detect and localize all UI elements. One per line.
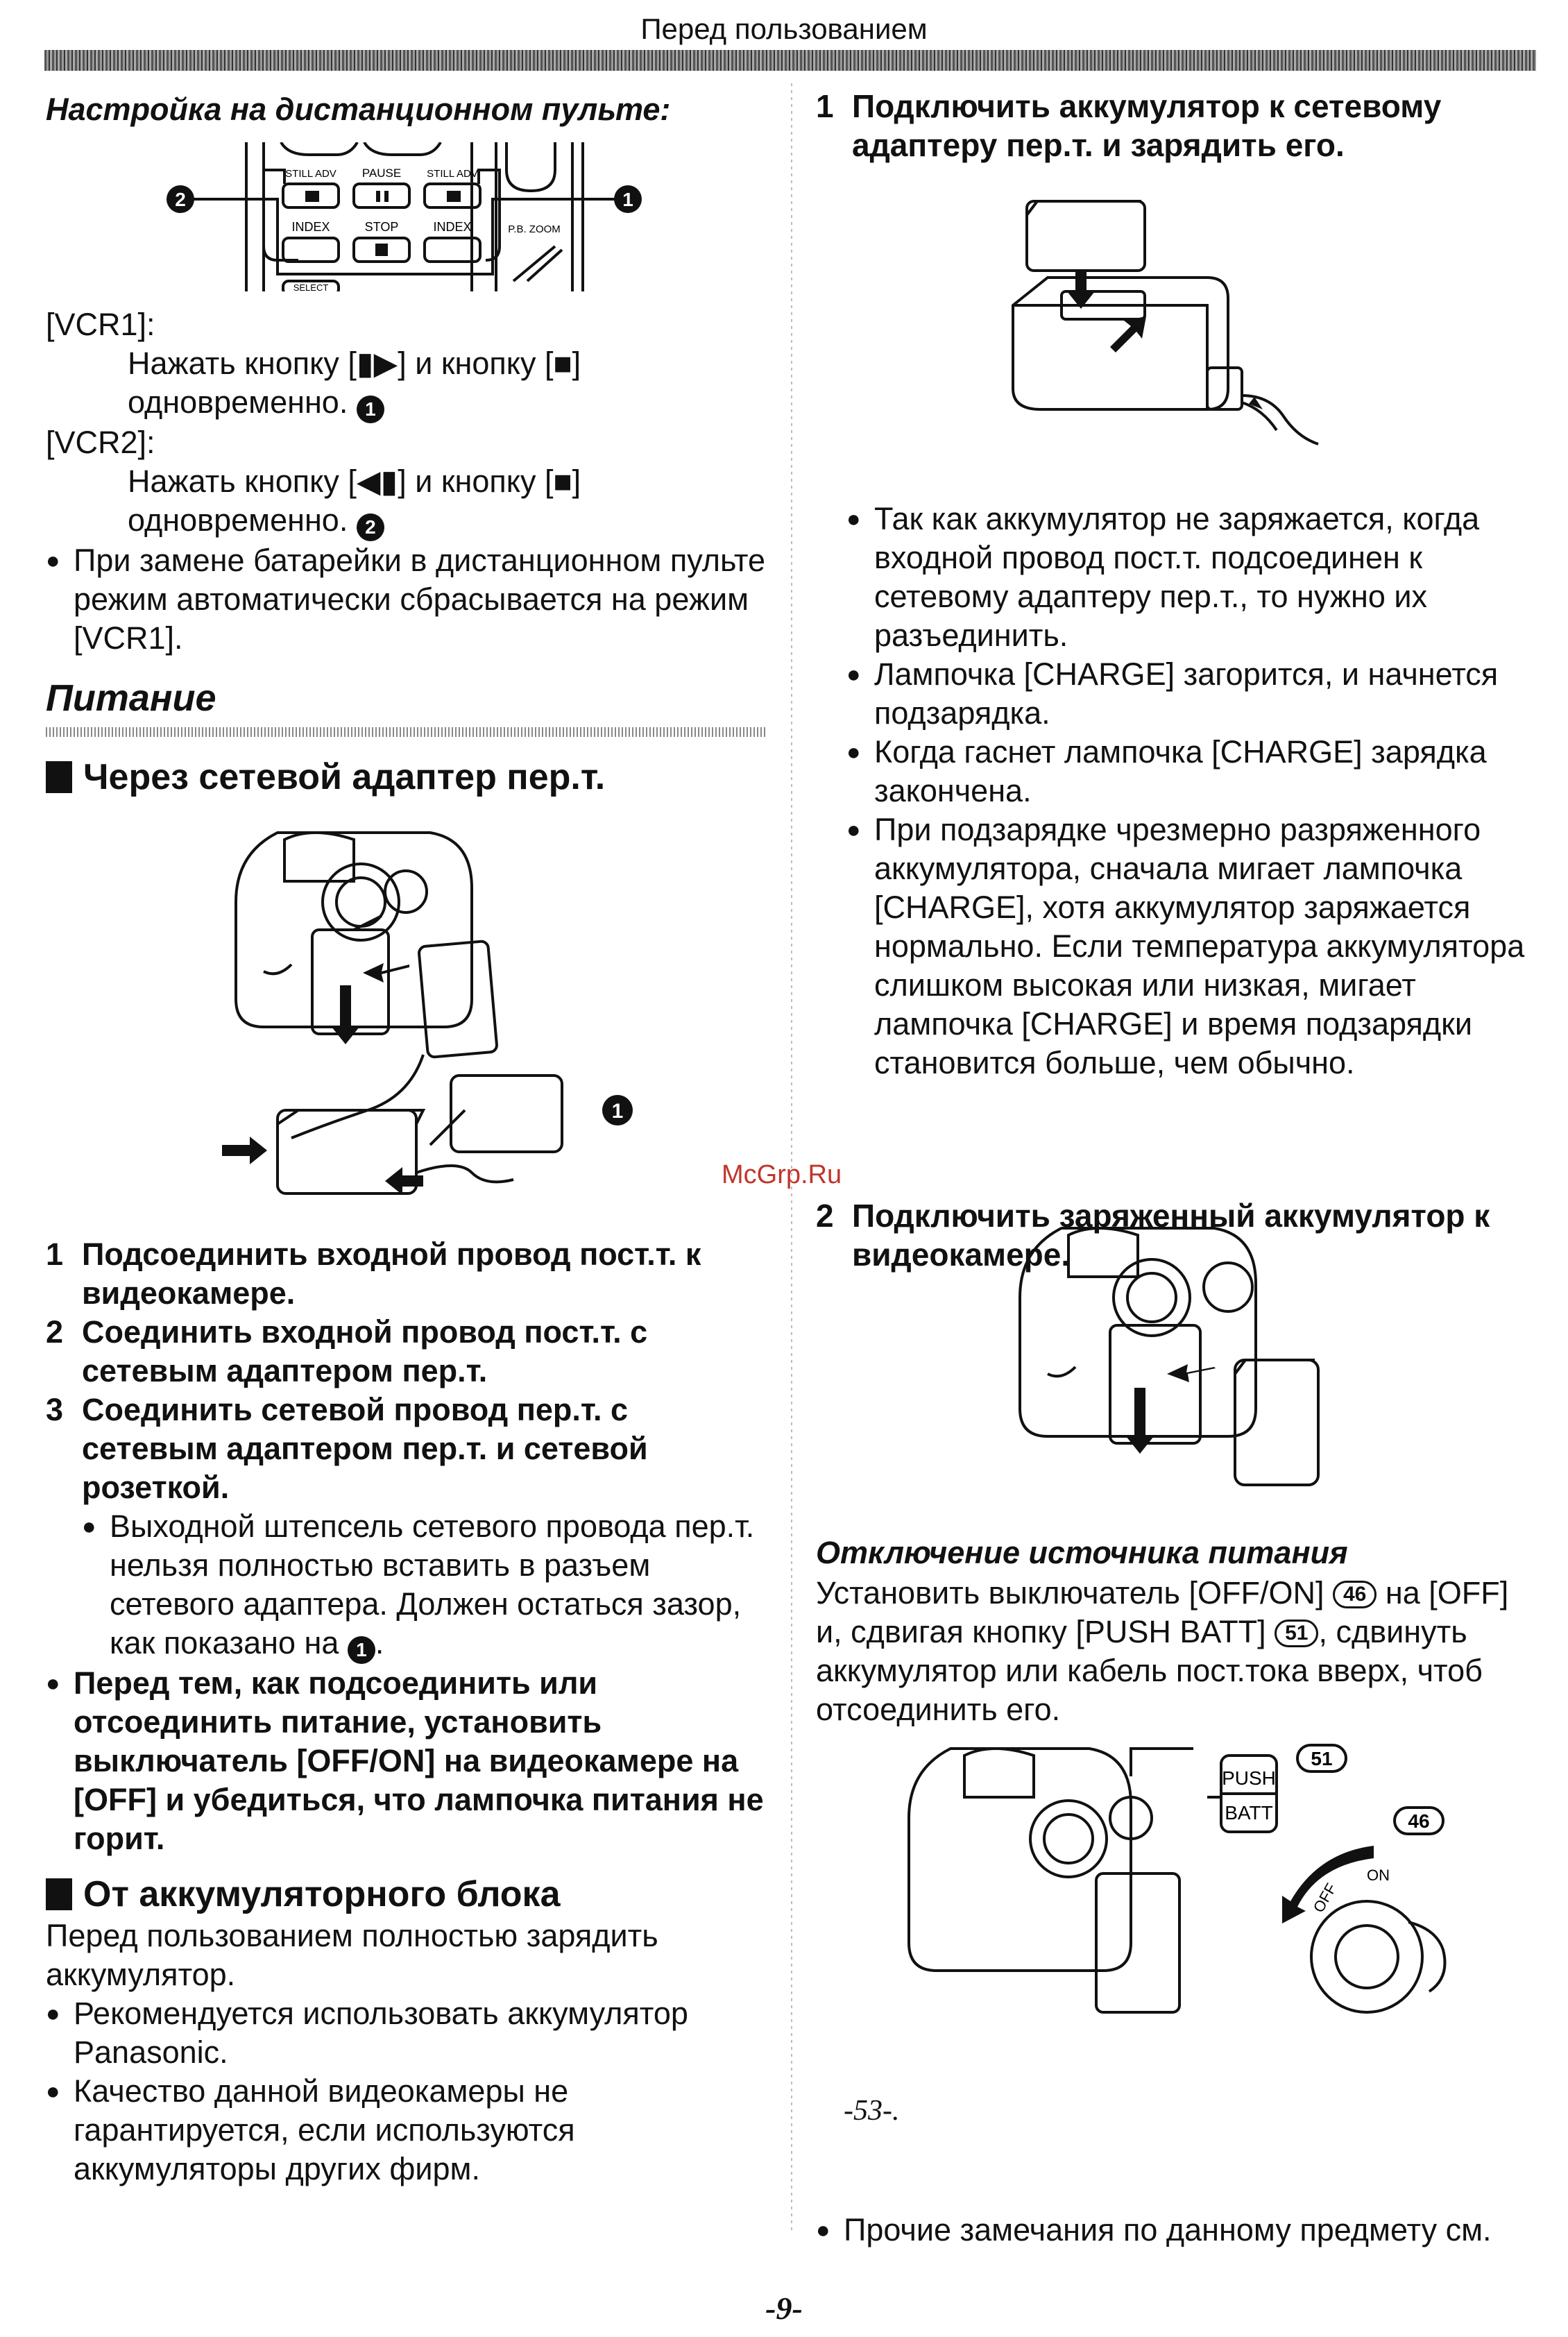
adapter-step2: 2 Соединить входной провод пост.т. с сете… [46,1313,767,1391]
switch-on-label: ON [1367,1867,1390,1884]
charge-note-4: При подзарядке чрезмерно разряженного ак… [846,810,1533,1082]
vcr2-line1: Нажать кнопку [◀▮] и кнопку [■] [128,464,581,499]
battery-intro: Перед пользованием полностью зарядить ак… [46,1918,658,1992]
vcr2-line2-wrap: одновременно. 2 [46,501,767,541]
step3-note: Выходной штепсель сетевого провода пер.т… [82,1507,767,1664]
right-step1-text: Подключить аккумулятор к сетевому адапте… [852,88,1442,163]
step3-note-text: Выходной штепсель сетевого провода пер.т… [110,1509,755,1660]
select-label: SELECT [293,282,329,291]
fig-ref-46: 46 [1408,1810,1429,1832]
index-left-label: INDEX [291,220,330,234]
step2-text: Соединить входной провод пост.т. с сетев… [82,1314,648,1388]
battery-section: Перед пользованием полностью зарядить ак… [46,1917,767,2189]
power-title: Питание [46,677,216,719]
adapter-warning: Перед тем, как подсоединить или отсоедин… [46,1664,767,1858]
remote-heading: Настройка на дистанционном пульте: [46,92,671,127]
disconnect-text-a: Установить выключатель [OFF/ON] [816,1575,1324,1611]
other-note-text: Прочие замечания по данному предмету см. [844,2212,1492,2247]
step1-num: 1 [46,1237,64,1272]
disconnect-heading: Отключение источника питания [816,1535,1348,1570]
vcr1-line2-wrap: одновременно. 1 [46,383,767,423]
step3-note-marker: 1 [347,1636,375,1664]
charge-note-2: Лампочка [CHARGE] загорится, и начнется … [846,655,1533,733]
remote-figure: STILL ADV PAUSE STILL ADV INDEX STOP IND… [167,142,642,291]
vcr2-label: [VCR2]: [46,425,155,460]
vcr2-marker: 2 [356,513,384,541]
right-step2-num: 2 [816,1198,834,1234]
page-header-title: Перед пользованием [640,12,928,45]
vcr1-line2: одновременно. [128,384,348,420]
vcr1-marker: 1 [356,396,384,423]
vcr1-line1: Нажать кнопку [▮▶] и кнопку [■] [128,346,581,381]
step2-num: 2 [46,1314,64,1350]
page-number: -9- [765,2291,803,2326]
disconnect-text-b: на [OFF] и, сдвигая кнопку [PUSH BATT] [816,1575,1509,1649]
remote-marker-1: 1 [622,189,633,210]
adapter-steps: 1 Подсоединить входной провод пост.т. к в… [46,1235,767,1858]
battery-bullet1: Рекомендуется использовать аккумулятор P… [46,1994,767,2072]
header-bar [44,50,1536,71]
square-bullet-icon [46,1878,72,1910]
step1-text: Подсоединить входной провод пост.т. к ви… [82,1237,701,1311]
battery-bullet2: Качество данной видеокамеры не гарантиру… [46,2072,767,2189]
charger-figure [1012,200,1319,445]
power-rule [46,727,767,737]
square-bullet-icon [46,761,72,793]
other-note: Прочие замечания по данному предмету см. [816,2211,1558,2250]
charge-note-1: Так как аккумулятор не заряжается, когда… [846,500,1533,655]
adapter-step3: 3 Соединить сетевой провод пер.т. с сетев… [46,1391,767,1507]
remote-note: При замене батарейки в дистанционном пул… [46,541,767,658]
power-switch-figure: PUSH BATT 51 46 OFF ON [907,1744,1447,2014]
ref-46-badge: 46 [1332,1581,1377,1608]
step3-num: 3 [46,1392,64,1427]
adapter-heading: Через сетевой адаптер пер.т. [83,757,606,797]
charge-notes: Так как аккумулятор не заряжается, когда… [846,500,1533,1082]
index-right-label: INDEX [433,220,471,234]
remote-marker-2: 2 [175,189,186,210]
pb-zoom-label: P.B. ZOOM [508,223,561,235]
watermark: McGrp.Ru [722,1160,842,1189]
adapter-heading-wrap: Через сетевой адаптер пер.т. [46,756,605,798]
charge-note-3: Когда гаснет лампочка [CHARGE] зарядка з… [846,733,1533,810]
battery-heading: От аккумуляторного блока [83,1874,561,1914]
pause-label: PAUSE [362,167,401,180]
push-label: PUSH [1222,1767,1276,1789]
still-adv-right-label: STILL ADV [427,168,478,180]
camera-adapter-figure: 1 [222,831,633,1195]
adapter-fig-marker: 1 [612,1100,624,1123]
remote-instructions: [VCR1]: Нажать кнопку [▮▶] и кнопку [■] … [46,305,767,658]
disconnect-text-c: , сдвинуть аккумулятор или кабель пост.т… [816,1614,1483,1727]
ref-51-badge: 51 [1275,1620,1319,1647]
adapter-step1: 1 Подсоединить входной провод пост.т. к в… [46,1235,767,1313]
stop-label: STOP [365,220,399,234]
other-ref: -53-. [844,2095,900,2127]
battery-heading-wrap: От аккумуляторного блока [46,1873,561,1915]
disconnect-text: Установить выключатель [OFF/ON] 46 на [O… [816,1574,1531,1729]
vcr2-line2: одновременно. [128,502,348,538]
vcr1-label: [VCR1]: [46,307,155,342]
right-step1-num: 1 [816,88,834,124]
step3-text: Соединить сетевой провод пер.т. с сетевы… [82,1392,648,1505]
batt-label: BATT [1225,1802,1272,1824]
fig-ref-51: 51 [1311,1748,1332,1769]
still-adv-left-label: STILL ADV [285,168,336,180]
camera-battery-figure [1019,1227,1320,1486]
column-divider [791,83,792,2234]
right-step1: 1 Подключить аккумулятор к сетевому адапт… [816,87,1567,164]
